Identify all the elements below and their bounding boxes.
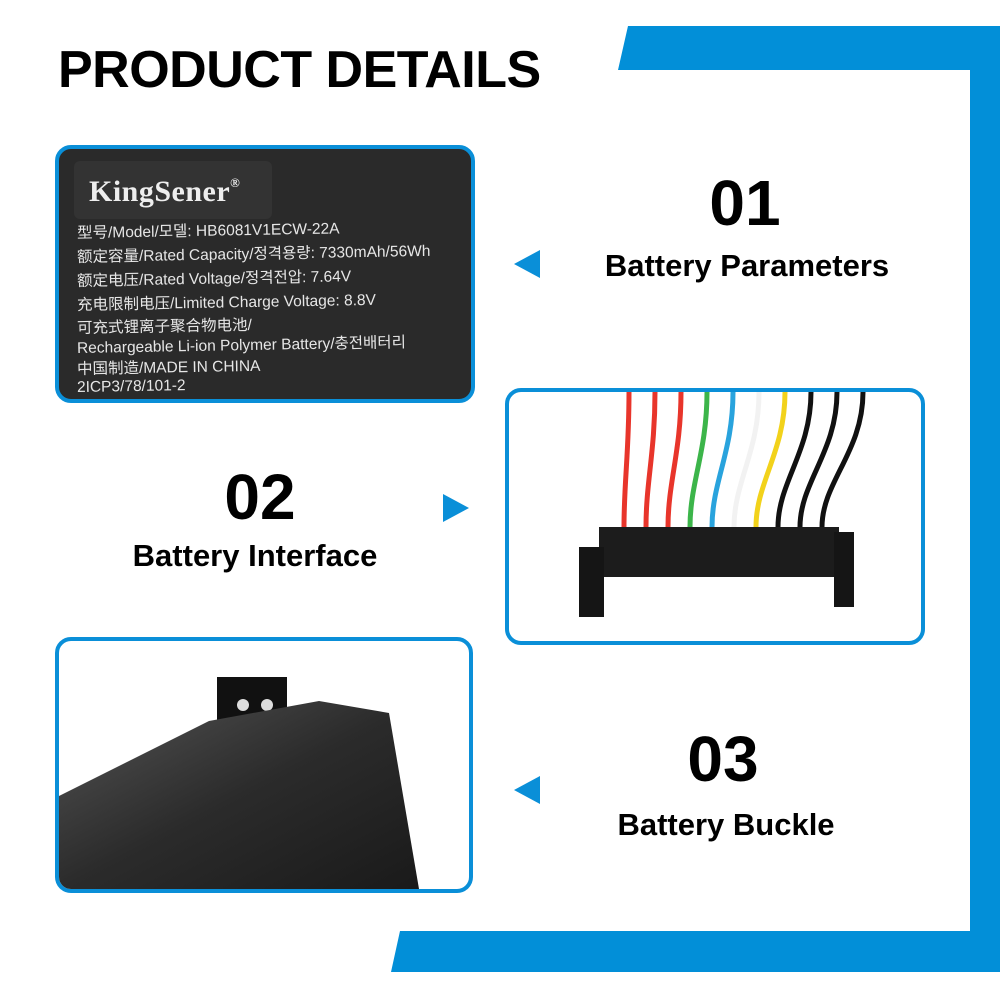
label-line: 额定容量/Rated Capacity/정격용량: 7330mAh/56Wh	[76, 242, 431, 266]
wire	[665, 392, 684, 528]
registered-mark: ®	[230, 175, 241, 190]
wire	[753, 392, 788, 528]
wire	[775, 392, 814, 528]
wire	[687, 392, 710, 528]
wire	[797, 392, 840, 528]
battery-label-photo: KingSener® 型号/Model/모델: HB6081V1ECW-22A …	[55, 145, 475, 403]
feature-caption-01: Battery Parameters	[604, 248, 890, 283]
label-line: 额定电压/Rated Voltage/정격전압: 7.64V	[76, 268, 352, 290]
battery-interface-photo	[505, 388, 925, 645]
label-line: 型号/Model/모델: HB6081V1ECW-22A	[76, 220, 340, 242]
label-line: 2ICP3/78/101-2	[76, 377, 186, 396]
label-line: 充电限制电压/Limited Charge Voltage: 8.8V	[76, 291, 377, 314]
battery-buckle-photo	[55, 637, 473, 893]
arrow-left-icon	[514, 776, 540, 804]
feature-caption-03: Battery Buckle	[617, 807, 835, 842]
feature-number-02: 02	[224, 461, 296, 533]
arrow-right-icon	[443, 494, 469, 522]
label-line: 中国制造/MADE IN CHINA	[76, 357, 261, 378]
connector-tab	[834, 532, 854, 607]
page-title: PRODUCT DETAILS	[58, 41, 541, 99]
battery-buckle-illustration	[59, 677, 419, 889]
wire	[643, 392, 658, 528]
connector-body	[599, 527, 839, 577]
connector-wires-illustration	[579, 392, 866, 617]
brand-logo: KingSener®	[89, 175, 240, 209]
feature-number-01: 01	[709, 167, 781, 239]
wire	[709, 392, 736, 528]
arrow-left-icon	[514, 250, 540, 278]
brand-logo-box	[74, 161, 272, 219]
connector-tab	[579, 547, 604, 617]
wire	[731, 392, 762, 528]
brand-name: KingSener	[89, 175, 231, 208]
wire	[621, 392, 632, 528]
wire	[819, 392, 866, 528]
feature-caption-02: Battery Interface	[132, 538, 378, 573]
feature-number-03: 03	[687, 723, 759, 795]
